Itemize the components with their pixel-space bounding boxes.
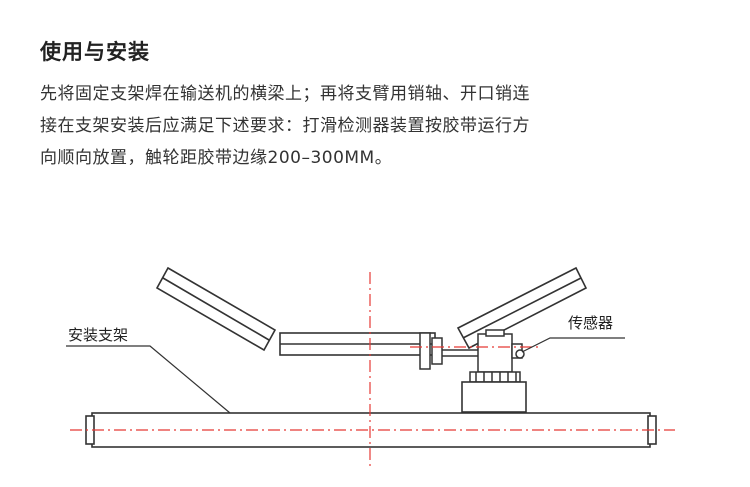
- paragraph-line-3: 向顺向放置，触轮距胶带边缘200–300MM。: [40, 148, 393, 168]
- sensor-label: 传感器: [568, 314, 613, 332]
- mount-base-block: [461, 381, 527, 413]
- left-wing-roller: [155, 266, 277, 352]
- touch-wheel: [419, 332, 478, 370]
- right-wing-roller: [456, 266, 588, 350]
- centerlines: [70, 272, 675, 470]
- paragraph-line-2: 接在支架安装后应满足下述要求：打滑检测器装置按胶带运行方: [40, 116, 530, 136]
- instruction-paragraph: 先将固定支架焊在输送机的横梁上；再将支臂用销轴、开口销连 接在支架安装后应满足下…: [40, 78, 720, 174]
- mount-bracket-label: 安装支架: [68, 326, 128, 344]
- section-title: 使用与安装: [40, 40, 150, 64]
- center-roller: [279, 332, 436, 356]
- paragraph-line-1: 先将固定支架焊在输送机的横梁上；再将支臂用销轴、开口销连: [40, 84, 530, 104]
- leader-lines: [66, 337, 625, 414]
- sensor-body: [469, 329, 525, 383]
